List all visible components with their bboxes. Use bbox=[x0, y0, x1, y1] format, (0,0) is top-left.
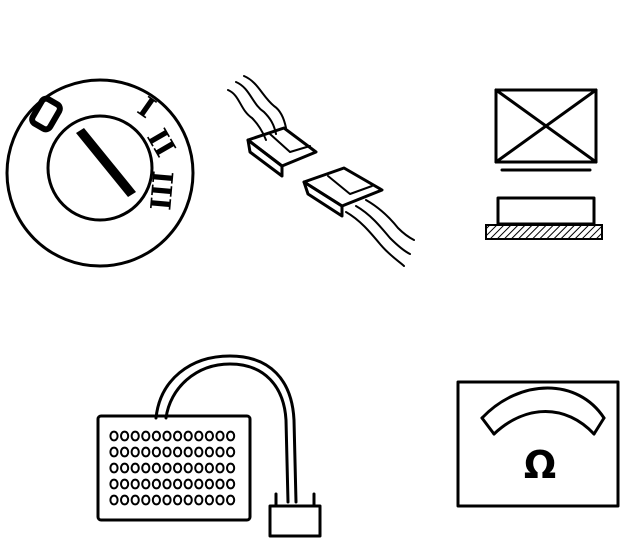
connector-pin bbox=[173, 478, 183, 490]
connector-pin bbox=[141, 430, 151, 442]
connector-pin bbox=[120, 430, 130, 442]
connector-pin bbox=[120, 478, 130, 490]
connector-pin bbox=[151, 462, 161, 474]
connector-pin bbox=[226, 430, 236, 442]
connector-pin bbox=[120, 462, 130, 474]
connector-pin bbox=[215, 494, 225, 506]
connector-pin bbox=[226, 494, 236, 506]
connector-pin bbox=[130, 494, 140, 506]
connector-pin bbox=[215, 462, 225, 474]
connector-pin bbox=[151, 430, 161, 442]
connector-pin bbox=[173, 462, 183, 474]
connector-pin bbox=[183, 446, 193, 458]
connector-pin bbox=[173, 430, 183, 442]
connector-pin bbox=[194, 462, 204, 474]
connector-pin bbox=[130, 478, 140, 490]
connector-pin bbox=[204, 446, 214, 458]
connector-pin bbox=[162, 446, 172, 458]
connector-pin bbox=[173, 494, 183, 506]
switch-position-3: III bbox=[143, 170, 179, 212]
connector-pin bbox=[183, 462, 193, 474]
connector-pin bbox=[162, 430, 172, 442]
connector-pin-grid bbox=[109, 430, 236, 506]
connector-pin bbox=[215, 446, 225, 458]
connector-pin bbox=[204, 430, 214, 442]
switch-position-0 bbox=[29, 95, 63, 133]
connector-pin bbox=[183, 478, 193, 490]
connector-pin bbox=[194, 430, 204, 442]
connector-pin bbox=[226, 478, 236, 490]
connector-pin bbox=[215, 478, 225, 490]
connector-pin bbox=[109, 462, 119, 474]
connector-pin bbox=[130, 446, 140, 458]
connector-pin bbox=[141, 494, 151, 506]
connector-pin bbox=[109, 478, 119, 490]
connector-pin bbox=[226, 446, 236, 458]
connector-pin bbox=[120, 494, 130, 506]
connector-pin bbox=[194, 446, 204, 458]
connector-pin bbox=[173, 446, 183, 458]
connector-pin bbox=[183, 494, 193, 506]
connector-pin bbox=[151, 446, 161, 458]
connector-pin bbox=[162, 478, 172, 490]
ohm-symbol: Ω bbox=[524, 443, 556, 487]
connector-pin bbox=[226, 462, 236, 474]
connector-pin bbox=[130, 462, 140, 474]
connector-pin bbox=[120, 446, 130, 458]
connector-pin bbox=[109, 430, 119, 442]
connector-pin bbox=[194, 478, 204, 490]
connector-pin bbox=[141, 478, 151, 490]
connector-pin bbox=[204, 494, 214, 506]
connector-pin bbox=[194, 494, 204, 506]
connector-pin bbox=[162, 494, 172, 506]
connector-pin bbox=[183, 430, 193, 442]
connector-pin bbox=[151, 478, 161, 490]
connector-pin bbox=[109, 446, 119, 458]
connector-pin bbox=[109, 494, 119, 506]
connector-pin bbox=[141, 462, 151, 474]
connector-pin bbox=[204, 462, 214, 474]
connector-pin bbox=[151, 494, 161, 506]
connector-pin bbox=[204, 478, 214, 490]
connector-pin bbox=[162, 462, 172, 474]
connector-pin bbox=[215, 430, 225, 442]
connector-pin bbox=[130, 430, 140, 442]
connector-pin bbox=[141, 446, 151, 458]
